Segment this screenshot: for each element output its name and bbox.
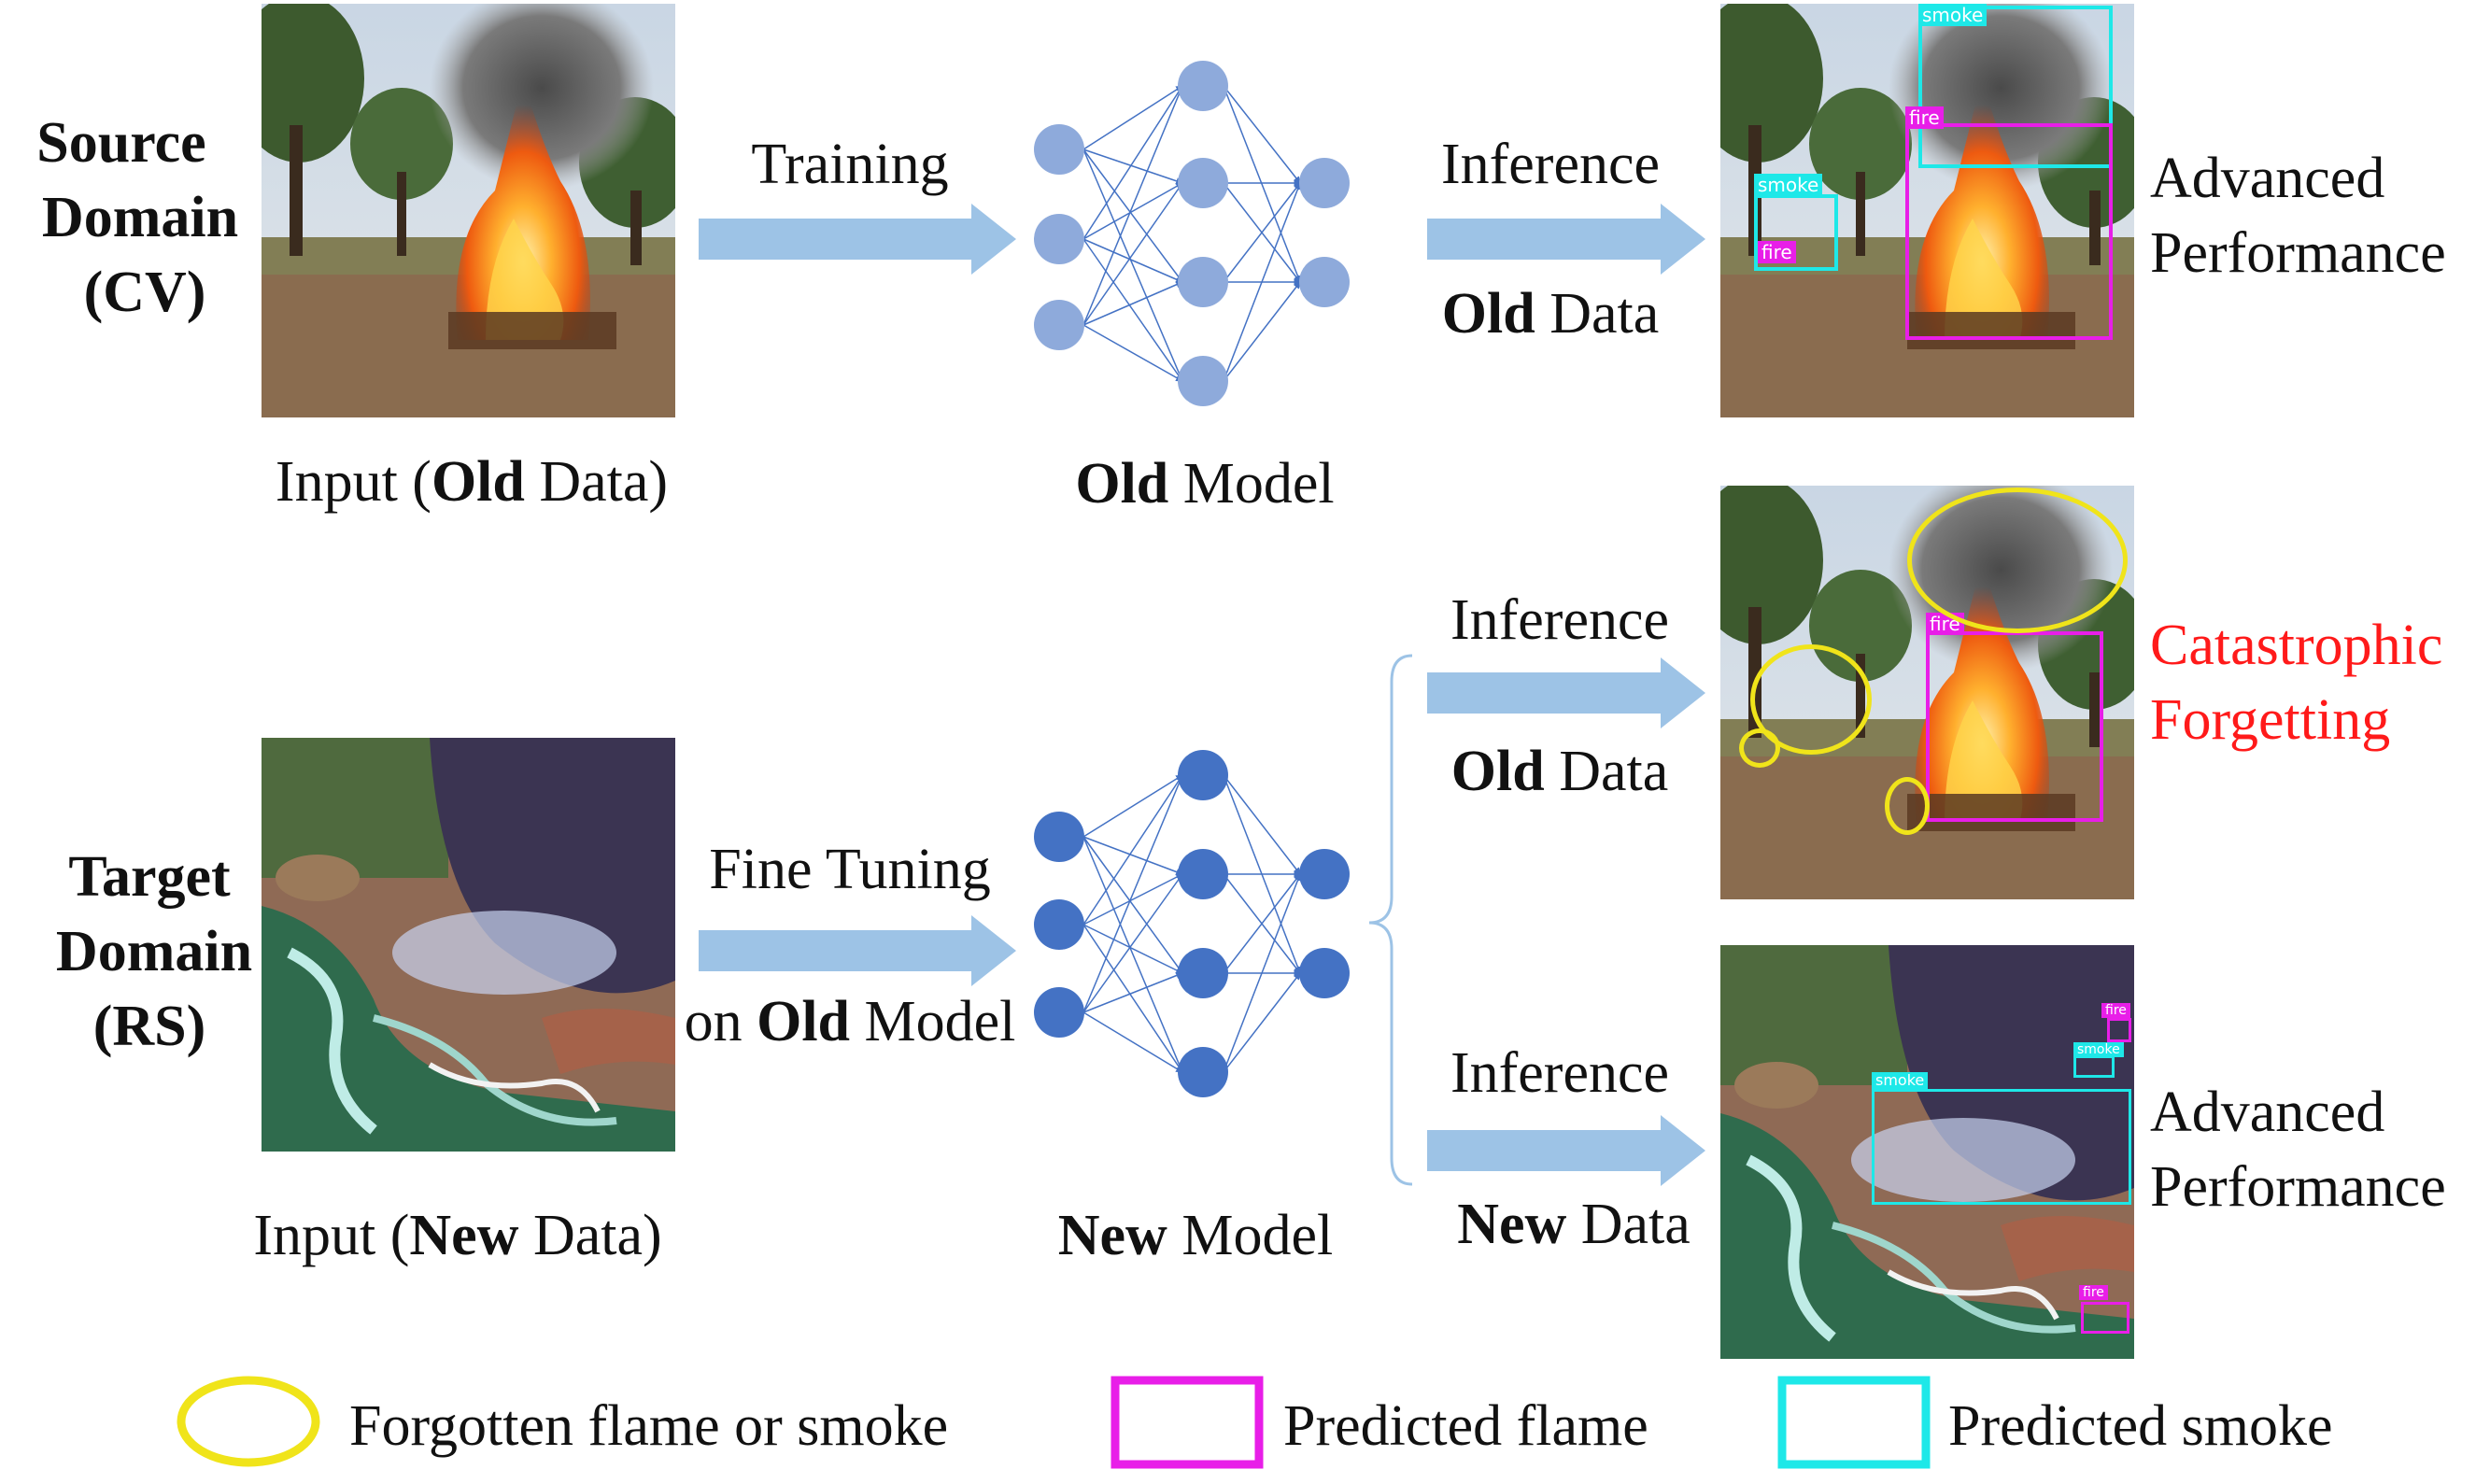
inference-top-arrow <box>1427 204 1705 275</box>
fire-detection-label-rs-2: fire <box>2079 1285 2108 1300</box>
inference-mid-label: Inference <box>1450 588 1669 652</box>
old-model-network <box>1082 85 1302 382</box>
smoke-detection-label-rs: smoke <box>1872 1072 1929 1089</box>
target-domain-label-1: Target <box>68 845 231 909</box>
forgotten-smoke-ellipse-1 <box>1907 488 2128 633</box>
inference-mid-data: Old Data <box>1450 740 1669 803</box>
smoke-detection-label: smoke <box>1918 4 1988 26</box>
fine-tuning-label: Fine Tuning <box>709 838 991 901</box>
inference-top-data: Old Data <box>1441 282 1660 346</box>
legend-forgotten-ellipse <box>177 1376 320 1467</box>
old-input-node-3 <box>1034 300 1084 350</box>
old-model-caption: Old Model <box>1075 452 1335 516</box>
inference-bot-label: Inference <box>1450 1041 1669 1105</box>
inference-mid-arrow <box>1427 657 1705 728</box>
forgotten-smoke-ellipse-2 <box>1750 644 1872 755</box>
old-hidden-node-3 <box>1178 257 1228 307</box>
fire-detection-box-mid <box>1926 631 2103 822</box>
fire-detection-label-mid: fire <box>1926 613 1964 635</box>
fire-detection-label-rs-1: fire <box>2101 1003 2130 1018</box>
source-domain-label-2: Domain <box>41 186 239 249</box>
legend-smoke-box <box>1777 1376 1931 1469</box>
result-mid-line1: Catastrophic <box>2150 614 2443 677</box>
inference-bot-arrow <box>1427 1115 1705 1186</box>
new-model-caption: New Model <box>1057 1204 1334 1267</box>
old-output-node-2 <box>1299 257 1350 307</box>
new-input-node-2 <box>1034 899 1084 950</box>
new-hidden-node-2 <box>1178 849 1228 899</box>
old-hidden-node-4 <box>1178 356 1228 406</box>
branch-brace <box>1368 654 1413 1186</box>
legend-forgotten-label: Forgotten flame or smoke <box>349 1394 949 1458</box>
fine-tuning-arrow <box>699 915 1016 986</box>
smoke-detection-box-rs <box>1872 1089 2131 1205</box>
fire-detection-label-small: fire <box>1758 241 1796 263</box>
fine-tuning-label-2: on Old Model <box>684 990 1016 1053</box>
legend-flame-box <box>1111 1376 1264 1469</box>
input-old-caption: Input (Old Data) <box>275 450 669 514</box>
legend-smoke-label: Predicted smoke <box>1948 1394 2333 1458</box>
fire-detection-box-rs-2 <box>2081 1302 2129 1334</box>
new-input-node-3 <box>1034 987 1084 1038</box>
forgotten-flame-ellipse-1 <box>1739 728 1780 768</box>
old-input-node-1 <box>1034 124 1084 175</box>
result-top-line1: Advanced <box>2150 147 2385 210</box>
input-new-caption: Input (New Data) <box>253 1204 662 1267</box>
training-label: Training <box>751 133 949 196</box>
old-hidden-node-1 <box>1178 61 1228 111</box>
new-hidden-node-3 <box>1178 948 1228 998</box>
legend-flame-label: Predicted flame <box>1283 1394 1648 1458</box>
source-domain-label-3: (CV) <box>83 261 206 324</box>
new-output-node-2 <box>1299 948 1350 998</box>
smoke-detection-label-small: smoke <box>1754 174 1823 196</box>
smoke-detection-box-small <box>1754 194 1838 271</box>
new-input-node-1 <box>1034 812 1084 862</box>
old-hidden-node-2 <box>1178 158 1228 208</box>
target-domain-label-3: (RS) <box>92 995 206 1058</box>
new-output-node-1 <box>1299 849 1350 899</box>
result-bot-line1: Advanced <box>2150 1081 2385 1144</box>
result-bot-line2: Performance <box>2150 1155 2446 1219</box>
inference-bot-data: New Data <box>1457 1193 1691 1256</box>
fire-detection-box <box>1905 123 2113 340</box>
fire-detection-box-rs-1 <box>2107 1018 2131 1042</box>
result-top-line2: Performance <box>2150 221 2446 285</box>
new-hidden-node-1 <box>1178 750 1228 800</box>
smoke-detection-box <box>1918 6 2113 168</box>
target-domain-label-2: Domain <box>55 920 253 983</box>
forgotten-flame-ellipse-2 <box>1885 777 1930 835</box>
smoke-detection-label-rs-small: smoke <box>2073 1042 2124 1057</box>
result-mid-line2: Forgetting <box>2150 688 2391 752</box>
new-hidden-node-4 <box>1178 1047 1228 1097</box>
training-arrow <box>699 204 1016 275</box>
inference-top-label: Inference <box>1440 133 1660 196</box>
new-model-network <box>1082 774 1302 1073</box>
source-domain-label-1: Source <box>36 111 206 175</box>
fire-detection-label: fire <box>1905 106 1944 129</box>
old-output-node-1 <box>1299 158 1350 208</box>
old-input-node-2 <box>1034 214 1084 264</box>
